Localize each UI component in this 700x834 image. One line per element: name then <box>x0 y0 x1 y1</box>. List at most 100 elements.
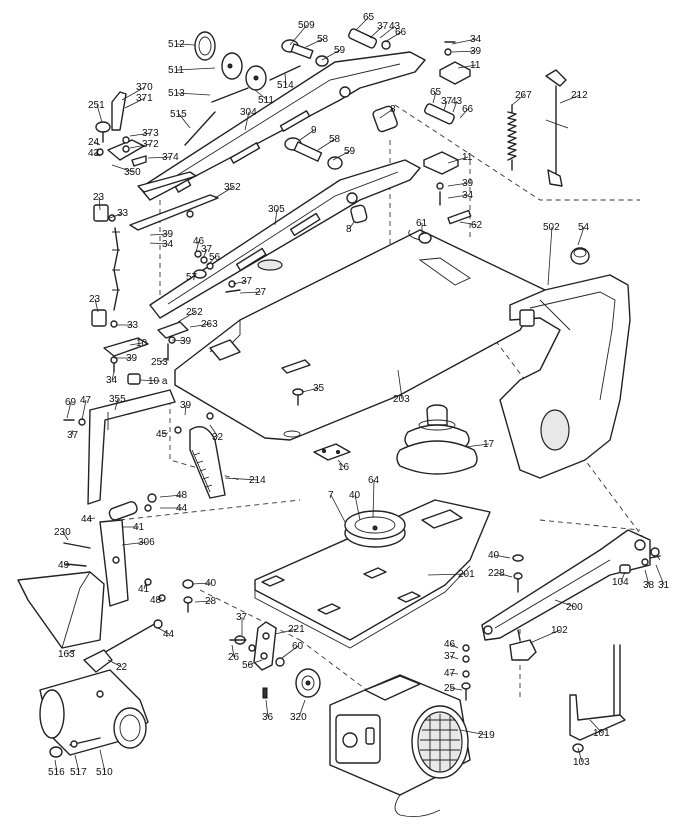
leader-line <box>129 132 152 137</box>
leader-line <box>129 342 143 346</box>
tilt-scale-214 <box>174 412 226 499</box>
part-callout: 515 <box>170 109 187 120</box>
part-callout: 10 <box>136 338 148 349</box>
part-callout: 37 <box>241 276 253 287</box>
part-callout: 22 <box>116 662 128 673</box>
part-callout: 36 <box>262 712 274 723</box>
leader-line <box>321 49 341 61</box>
part-callout: 65 <box>430 87 442 98</box>
bolt-9-group <box>284 137 343 170</box>
leader-line <box>194 600 212 603</box>
leg-101 <box>569 644 626 753</box>
part-callout: 37 <box>441 96 453 107</box>
part-callout: 69 <box>65 397 77 408</box>
base-plate-201 <box>254 499 491 649</box>
part-callout: 45 <box>156 429 168 440</box>
support-arm-200 <box>481 529 660 641</box>
part-callout: 40 <box>488 550 500 561</box>
lower-arm-305 <box>149 159 421 319</box>
leader-line <box>369 25 384 39</box>
leader-line <box>161 432 169 435</box>
part-callout: 43 <box>88 148 100 159</box>
motor-vent-grid <box>420 714 460 772</box>
leader-line <box>195 240 200 253</box>
part-callout: 509 <box>298 20 315 31</box>
part-callout: 39 <box>470 46 482 57</box>
crank-22 <box>83 619 163 673</box>
part-callout: 516 <box>48 767 65 778</box>
leader-line <box>157 627 170 635</box>
leader-line <box>143 581 147 590</box>
part-callout: 41 <box>138 584 150 595</box>
part-callout: 502 <box>543 222 560 233</box>
key-36 <box>262 687 268 699</box>
part-callout: 219 <box>478 730 495 741</box>
part-callout: 514 <box>277 80 294 91</box>
part-callout: 373 <box>142 128 159 139</box>
leader-line <box>529 629 561 644</box>
part-callout: 517 <box>70 767 87 778</box>
leader-line <box>577 747 583 763</box>
part-callout: 39 <box>180 400 192 411</box>
leader-line <box>443 100 448 111</box>
leader-line <box>330 494 346 523</box>
leader-line <box>452 100 458 113</box>
part-callout: 49 <box>58 560 70 571</box>
part-callout: 44 <box>163 629 175 640</box>
leader-line <box>224 477 259 481</box>
blade-holder-352 <box>93 194 219 311</box>
leader-line <box>184 404 187 416</box>
part-callout: 212 <box>571 90 588 101</box>
leader-line <box>189 323 211 328</box>
leader-line <box>355 16 370 31</box>
part-callout: 33 <box>117 208 129 219</box>
motor-219 <box>329 674 471 818</box>
leader-line <box>451 38 477 45</box>
part-callout: 263 <box>201 319 218 330</box>
part-callout: 34 <box>462 190 474 201</box>
leader-line <box>66 401 72 419</box>
leader-line <box>62 531 69 541</box>
part-callout: 510 <box>96 767 113 778</box>
part-callout: 26 <box>228 652 240 663</box>
part-callout: 47 <box>80 395 92 406</box>
leader-line <box>99 749 106 773</box>
part-callout: 56 <box>242 660 254 671</box>
part-callout: 104 <box>612 577 629 588</box>
part-callout: 267 <box>515 90 532 101</box>
leader-line <box>372 479 375 519</box>
bushing-8 <box>350 204 368 224</box>
leader-line <box>121 541 148 546</box>
lower-blade-clamp <box>91 309 189 385</box>
leader-line <box>301 387 320 393</box>
leader-line <box>81 399 87 421</box>
leader-line <box>317 138 336 151</box>
leader-line <box>447 194 469 199</box>
part-callout: 17 <box>483 439 495 450</box>
part-callout: 11 <box>470 60 481 71</box>
insert-plate-16 <box>313 443 351 461</box>
dust-bellows-17 <box>396 404 478 475</box>
part-callout: 44 <box>176 503 188 514</box>
spring-267 <box>507 104 517 171</box>
connecting-rod-221 <box>229 621 277 671</box>
leader-line <box>96 104 103 123</box>
part-callout: 48 <box>176 490 188 501</box>
part-callout: 8 <box>390 104 396 115</box>
leader-line <box>354 494 361 521</box>
part-callout: 66 <box>395 27 407 38</box>
part-callout: 253 <box>151 357 168 368</box>
leader-line <box>111 164 134 173</box>
leader-line <box>177 311 196 323</box>
part-callout: 306 <box>138 537 155 548</box>
part-callout: 64 <box>368 475 380 486</box>
part-callout: 61 <box>416 218 428 229</box>
leader-line <box>305 38 324 48</box>
leader-line <box>547 226 553 286</box>
leader-line <box>239 291 262 294</box>
leader-line <box>155 597 163 601</box>
part-callout: 374 <box>162 152 179 163</box>
leader-line <box>66 649 76 655</box>
leader-line <box>159 494 183 498</box>
part-callout: 58 <box>317 34 329 45</box>
